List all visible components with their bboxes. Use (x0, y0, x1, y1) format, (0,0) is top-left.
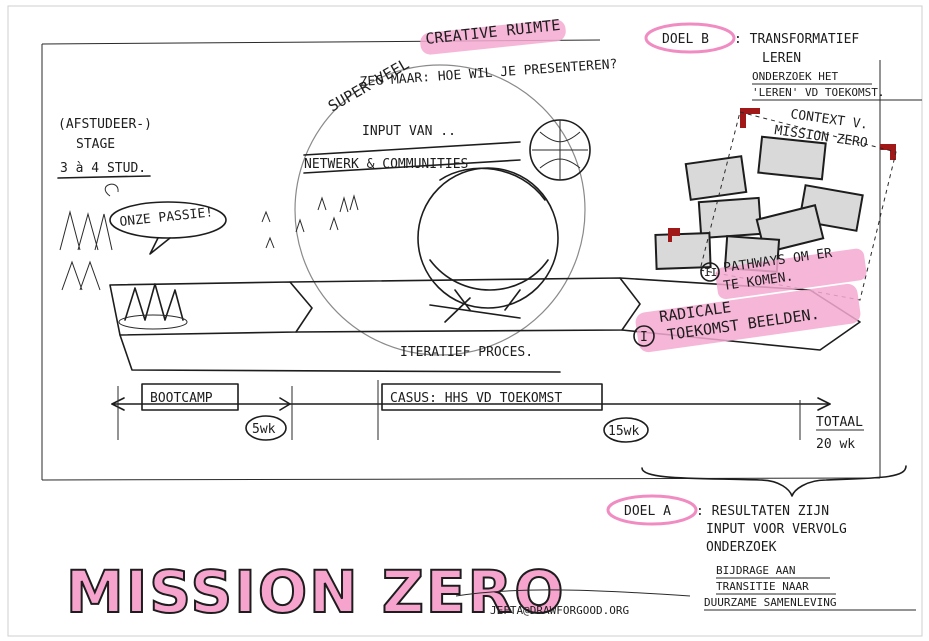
network-label: NETWERK & COMMUNITIES (304, 157, 468, 172)
casus-duration: 15wk (608, 424, 639, 439)
casus-label: CASUS: HHS VD TOEKOMST (390, 391, 562, 406)
signature-swoosh (455, 589, 691, 597)
mission-zero-title: MISSION ZERO (66, 558, 566, 626)
goal-b-line2: LEREN (762, 51, 801, 66)
radical-marker: I (640, 330, 648, 345)
community-people-icon (261, 194, 359, 249)
total-line1: TOTAAL (816, 415, 863, 430)
students-count: 3 à 4 STUD. (60, 161, 146, 176)
signature-email: JEFTA@DRAWFORGOOD.ORG (490, 604, 629, 617)
collage-outline (699, 111, 897, 301)
stage-line1: (AFSTUDEER-) (58, 117, 152, 132)
input-label: INPUT VAN .. (362, 124, 456, 139)
goal-a-line2: INPUT VOOR VERVOLG (706, 522, 847, 537)
goal-b-label: DOEL B (662, 32, 709, 47)
goal-b-line1: : TRANSFORMATIEF (734, 32, 859, 47)
goal-b-sub1: ONDERZOEK HET (752, 70, 838, 83)
people-group-icon (59, 210, 188, 330)
goal-a-brace (641, 465, 907, 497)
goal-a: DOEL A : RESULTATEN ZIJN INPUT VOOR VERV… (606, 494, 916, 611)
pathways-marker: II (704, 266, 717, 279)
globe-icon (529, 119, 591, 181)
goal-a-line3: ONDERZOEK (706, 540, 777, 555)
iterative-process-label: ITERATIEF PROCES. (400, 345, 533, 360)
future-images-collage (654, 135, 864, 273)
timeline: BOOTCAMP 5wk CASUS: HHS VD TOEKOMST 15wk… (111, 380, 864, 452)
goal-a-line4: BIJDRAGE AAN (716, 564, 795, 577)
iterative-sphere (417, 167, 559, 323)
goal-b: DOEL B : TRANSFORMATIEF LEREN ONDERZOEK … (644, 22, 922, 101)
goal-b-sub2: 'LEREN' VD TOEKOMST. (752, 86, 884, 99)
stage-line2: STAGE (76, 137, 115, 152)
goal-a-label: DOEL A (624, 504, 671, 519)
goal-a-line1: : RESULTATEN ZIJN (696, 504, 829, 519)
context-corner-marks (668, 108, 896, 242)
bootcamp-duration: 5wk (252, 422, 276, 437)
bootcamp-label: BOOTCAMP (150, 391, 213, 406)
total-line2: 20 wk (816, 437, 855, 452)
network-input: INPUT VAN .. NETWERK & COMMUNITIES (303, 124, 521, 174)
radical-futures-note: I RADICALE TOEKOMST BEELDEN. (633, 283, 861, 353)
goal-a-line5: TRANSITIE NAAR (716, 580, 809, 593)
internship-info: (AFSTUDEER-) STAGE 3 à 4 STUD. (57, 117, 152, 197)
creative-space-circle (294, 64, 586, 356)
goal-a-line6: DUURZAME SAMENLEVING (704, 596, 836, 609)
